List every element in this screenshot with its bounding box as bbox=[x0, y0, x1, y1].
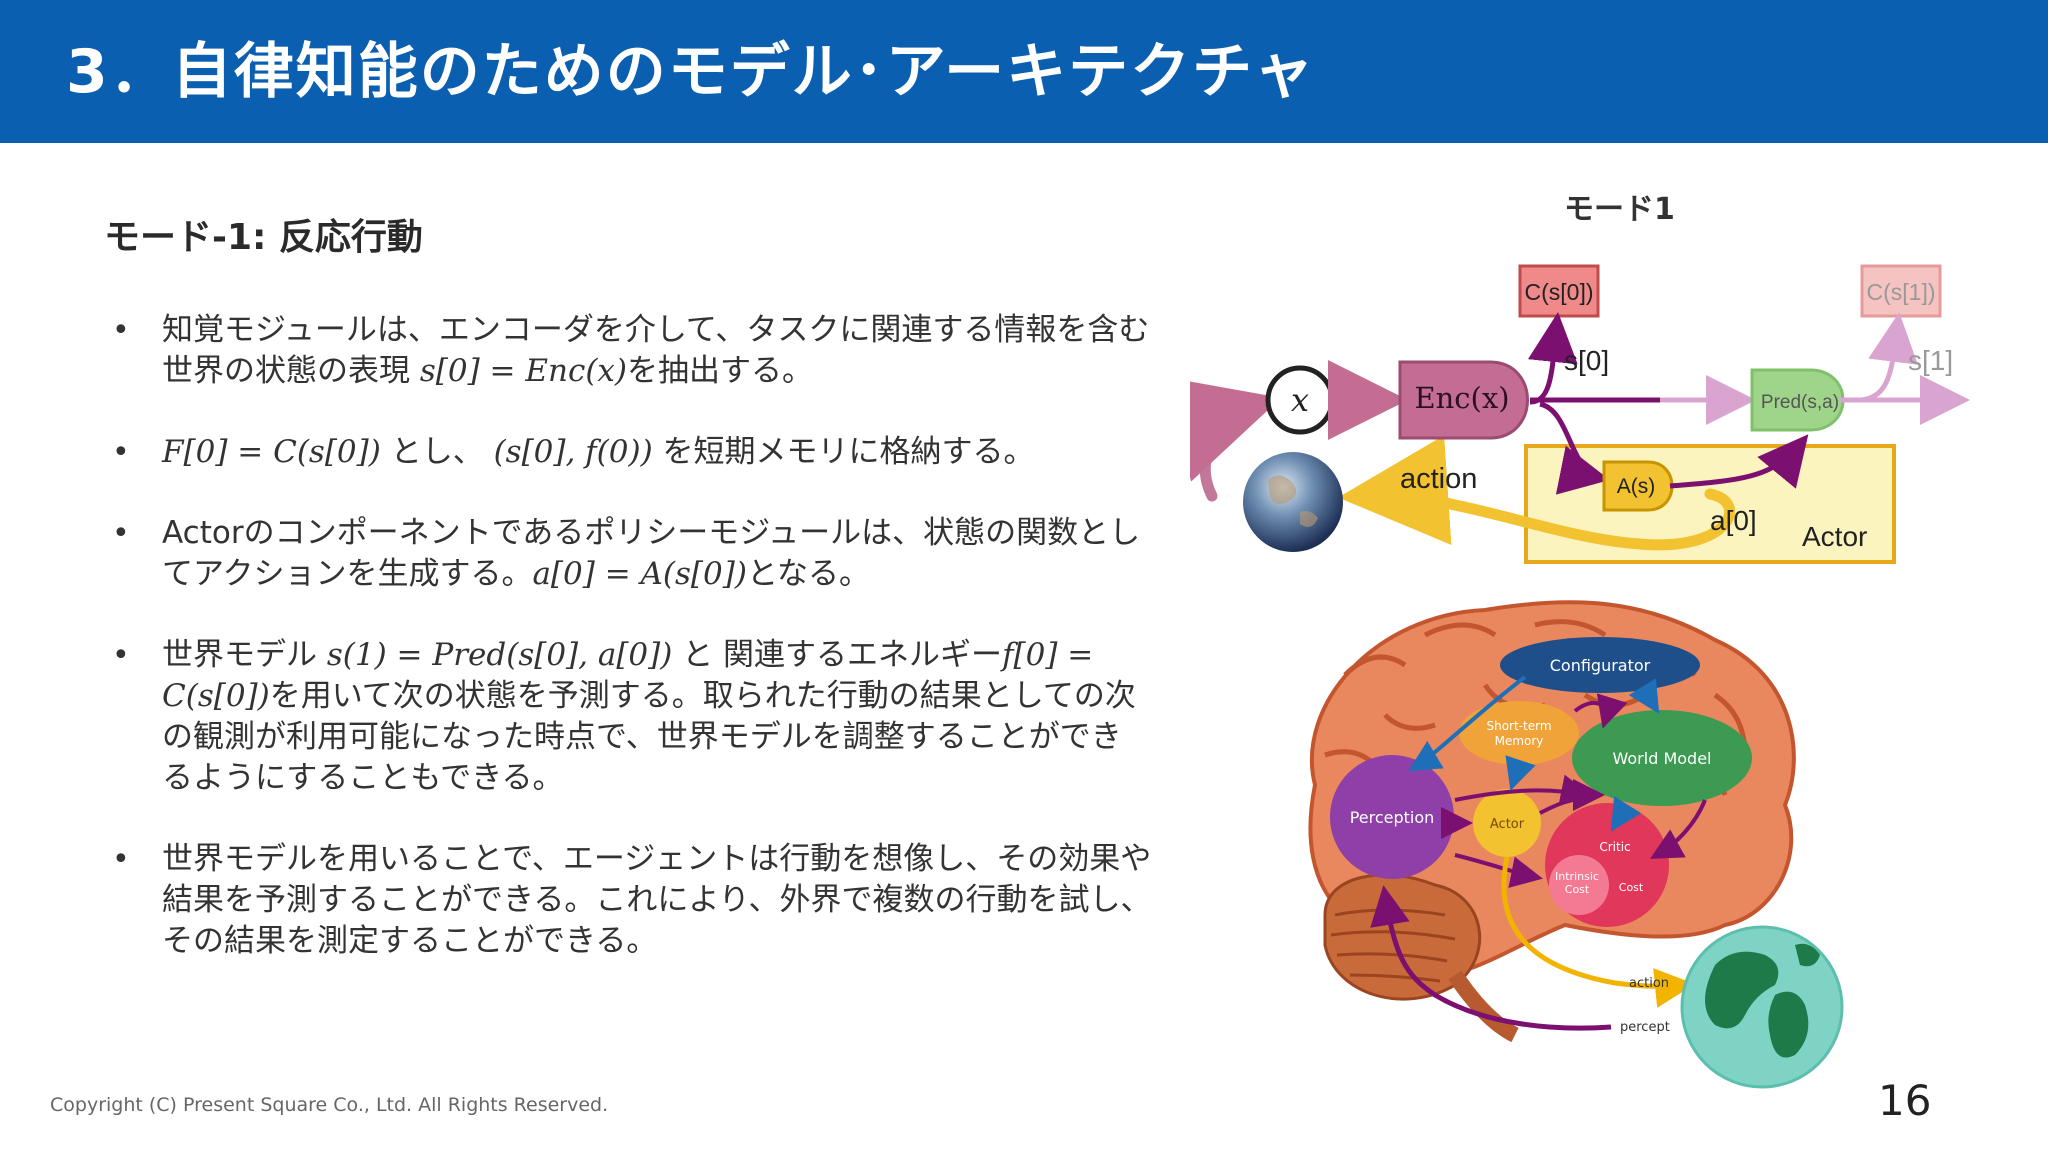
intrinsic-cost-node bbox=[1549, 855, 1609, 915]
bullet-dot: • bbox=[112, 516, 130, 551]
pred-node bbox=[1750, 368, 1845, 432]
page-title: 3．自律知能のためのモデル･アーキテクチャ bbox=[66, 37, 1316, 107]
perception-node bbox=[1330, 755, 1454, 879]
pred-to-cost-arrow bbox=[1861, 312, 1918, 403]
cost-label: Cost bbox=[1619, 881, 1644, 894]
actor-to-pred-arrow bbox=[1669, 434, 1809, 489]
enc-label: Enc(x) bbox=[1414, 381, 1509, 415]
cost-label-0: C(s[0]) bbox=[1525, 279, 1594, 305]
bullet-text: 世界モデル bbox=[162, 637, 327, 673]
cost-label-1: C(s[1]) bbox=[1867, 279, 1936, 305]
diagram-title: モード1 bbox=[1564, 192, 1675, 227]
cost-box-0 bbox=[1518, 264, 1600, 318]
pred-label: Pred(s,a) bbox=[1761, 392, 1839, 413]
bullet-text: Actorのコンポーネントであるポリシーモジュールは、状態の関数としてアクション… bbox=[162, 515, 1141, 592]
math-expression: s(1) = Pred(s[0], a[0]) bbox=[326, 637, 673, 673]
stm-label-1: Short-term bbox=[1486, 719, 1551, 733]
math-expression: f[0] = C(s[0]) bbox=[162, 637, 1094, 714]
stm-label-2: Memory bbox=[1495, 734, 1544, 748]
bullet-item: • 知覚モジュールは、エンコーダを介して、タスクに関連する情報を含む世界の状態の表… bbox=[112, 310, 1152, 392]
bullet-dot: • bbox=[112, 842, 130, 877]
observation-arrow bbox=[1190, 376, 1282, 502]
world-model-label: World Model bbox=[1613, 749, 1712, 768]
intrinsic-cost-label-1: Intrinsic bbox=[1555, 870, 1599, 883]
brain-action-label: action bbox=[1629, 976, 1669, 991]
bullet-item: • 世界モデルを用いることで、エージェントは行動を想像し、その効果や結果を予測する… bbox=[112, 839, 1152, 962]
percept-label: percept bbox=[1620, 1020, 1670, 1035]
actor-node bbox=[1602, 460, 1674, 512]
header-bar: 3．自律知能のためのモデル･アーキテクチャ bbox=[0, 0, 2048, 143]
earth-icon bbox=[1243, 452, 1343, 552]
configurator-label: Configurator bbox=[1550, 656, 1651, 675]
action-label: action bbox=[1400, 463, 1477, 495]
cost-box-1 bbox=[1860, 264, 1942, 318]
s1-label: s[1] bbox=[1908, 345, 1953, 376]
brain-actor-label: Actor bbox=[1490, 817, 1525, 832]
enc-node bbox=[1398, 360, 1529, 440]
bullet-text: となる。 bbox=[746, 556, 871, 592]
a0-label: a[0] bbox=[1710, 505, 1757, 536]
s0-label: s[0] bbox=[1564, 345, 1609, 376]
short-term-memory-node bbox=[1459, 701, 1579, 765]
math-expression: s[0] = Enc(x) bbox=[419, 353, 627, 389]
enc-to-cost-arrow bbox=[1527, 312, 1578, 405]
math-expression: a[0] = A(s[0]) bbox=[532, 556, 747, 592]
bullet-text: を短期メモリに格納する。 bbox=[652, 434, 1035, 470]
x-label: x bbox=[1291, 381, 1309, 419]
copyright-text: Copyright (C) Present Square Co., Ltd. A… bbox=[50, 1094, 609, 1116]
bullet-text: 知覚モジュールは、エンコーダを介して、タスクに関連する情報を含む世界の状態の表現 bbox=[162, 312, 1150, 389]
bullet-dot: • bbox=[112, 638, 130, 673]
world-model-node bbox=[1572, 710, 1752, 806]
perception-label: Perception bbox=[1350, 808, 1435, 827]
page-number: 16 bbox=[1878, 1076, 1932, 1125]
bullet-item: • Actorのコンポーネントであるポリシーモジュールは、状態の関数としてアクショ… bbox=[112, 513, 1152, 595]
bullet-text: 世界モデルを用いることで、エージェントは行動を想像し、その効果や結果を予測するこ… bbox=[162, 841, 1152, 959]
enc-to-actor-arrow bbox=[1539, 401, 1610, 495]
brain-actor-node bbox=[1473, 789, 1541, 857]
math-expression: F[0] = C(s[0]) bbox=[162, 434, 381, 470]
math-expression: (s[0], f(0)) bbox=[493, 434, 653, 470]
mode1-diagram: モード1 Actor action x Enc(x) C(s[0]) C(s[1… bbox=[1190, 192, 1970, 564]
section-title: モード-1: 反応行動 bbox=[104, 217, 423, 258]
critic-label: Critic bbox=[1599, 840, 1630, 854]
actor-node-label: A(s) bbox=[1617, 475, 1656, 498]
action-arrow bbox=[1338, 435, 1735, 551]
bullet-text: を用いて次の状態を予測する。取られた行動の結果としての次の観測が利用可能になった… bbox=[162, 678, 1136, 796]
bullet-list: • 知覚モジュールは、エンコーダを介して、タスクに関連する情報を含む世界の状態の表… bbox=[112, 310, 1152, 962]
bullet-dot: • bbox=[112, 313, 130, 348]
bullet-text: と 関連するエネルギー bbox=[672, 637, 1003, 673]
bullet-text: とし、 bbox=[380, 434, 494, 470]
bullet-dot: • bbox=[112, 435, 130, 470]
bullet-item: • F[0] = C(s[0]) とし、 (s[0], f(0)) を短期メモリに… bbox=[112, 432, 1152, 473]
intrinsic-cost-label-2: Cost bbox=[1565, 883, 1590, 896]
actor-label: Actor bbox=[1802, 521, 1867, 552]
brain-architecture-illustration: Configurator Short-term Memory World Mod… bbox=[1308, 600, 1844, 1089]
bullet-item: • 世界モデル s(1) = Pred(s[0], a[0]) と 関連するエネル… bbox=[112, 635, 1152, 799]
bullet-text: を抽出する。 bbox=[627, 353, 813, 389]
